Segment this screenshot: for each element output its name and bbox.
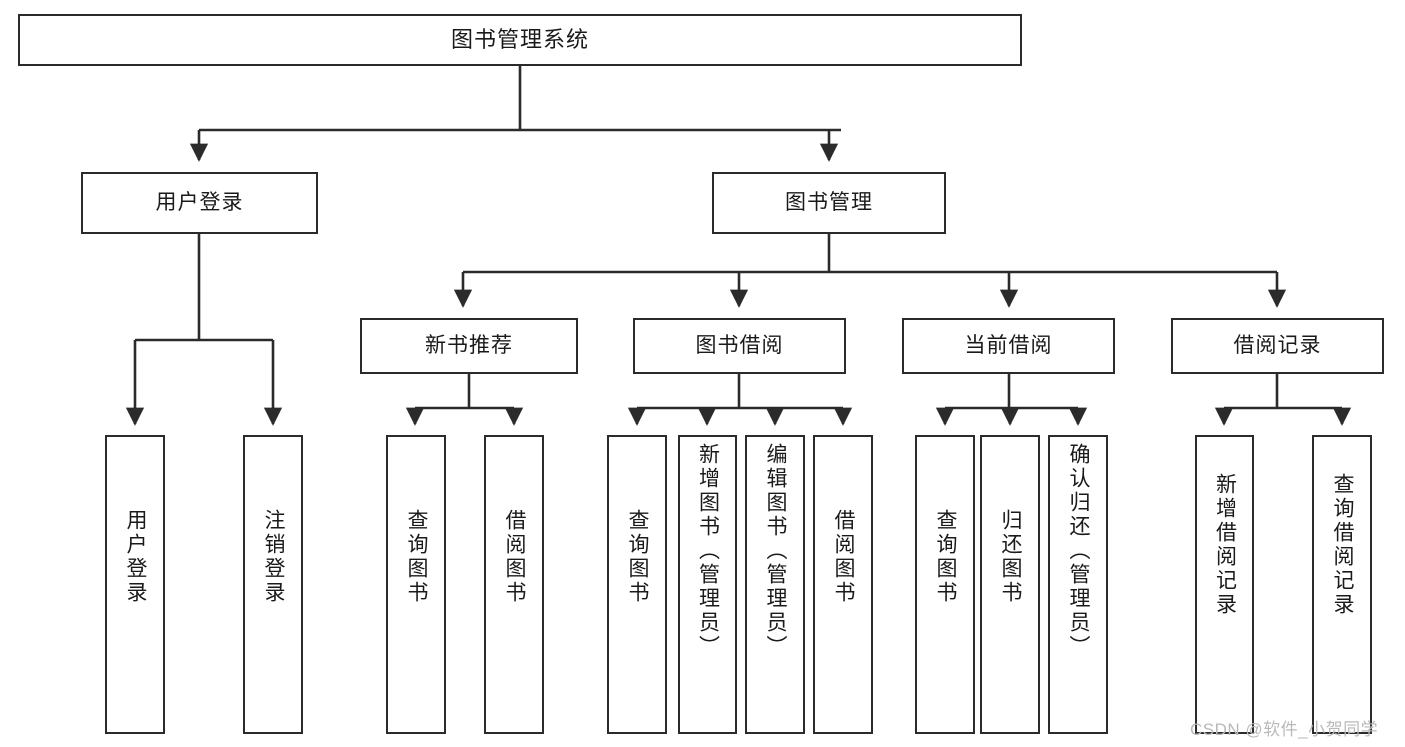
node-borrow-record-label: 借阅记录 [1233,334,1322,358]
node-new-book-rec[interactable]: 新书推荐 [360,318,578,374]
node-leaf-rec-search[interactable]: 查询借阅记录 [1312,435,1372,734]
node-leaf-rec-add[interactable]: 新增借阅记录 [1195,435,1254,734]
node-book-borrow-label: 图书借阅 [695,334,784,358]
node-leaf-rec-search-label: 查询借阅记录 [1331,473,1355,617]
node-leaf-cur-query-label: 查询图书 [934,509,958,605]
node-new-book-rec-label: 新书推荐 [425,334,513,358]
node-leaf-borrow-add-label: 新增图书（管理员） [696,443,720,659]
node-user-login-label: 用户登录 [155,191,244,215]
node-leaf-cur-return[interactable]: 归还图书 [980,435,1040,734]
node-book-manage-label: 图书管理 [785,191,873,215]
node-root[interactable]: 图书管理系统 [18,14,1022,66]
node-root-label: 图书管理系统 [450,26,589,52]
node-book-manage[interactable]: 图书管理 [712,172,946,234]
node-leaf-rec-query-label: 查询图书 [405,509,429,605]
node-book-borrow[interactable]: 图书借阅 [633,318,846,374]
node-leaf-user-login[interactable]: 用户登录 [105,435,165,734]
node-current-borrow[interactable]: 当前借阅 [902,318,1115,374]
node-leaf-cur-return-label: 归还图书 [999,509,1023,605]
csdn-watermark: CSDN @软件_小贺同学 [1190,720,1379,739]
node-leaf-cur-confirm-label: 确认归还（管理员） [1067,443,1091,659]
node-leaf-borrow-query-label: 查询图书 [626,509,650,605]
node-leaf-borrow-do[interactable]: 借阅图书 [813,435,873,734]
node-leaf-rec-add-label: 新增借阅记录 [1213,473,1237,617]
node-user-login[interactable]: 用户登录 [81,172,318,234]
node-leaf-borrow-edit-label: 编辑图书（管理员） [764,443,788,659]
node-leaf-rec-query[interactable]: 查询图书 [386,435,446,734]
node-current-borrow-label: 当前借阅 [964,334,1053,358]
node-borrow-record[interactable]: 借阅记录 [1171,318,1384,374]
node-leaf-rec-borrow-label: 借阅图书 [503,509,527,605]
node-leaf-user-logout-label: 注销登录 [262,509,286,605]
node-leaf-borrow-query[interactable]: 查询图书 [607,435,667,734]
node-leaf-borrow-do-label: 借阅图书 [832,509,856,605]
node-leaf-user-login-label: 用户登录 [124,509,148,605]
node-leaf-borrow-add[interactable]: 新增图书（管理员） [678,435,737,734]
node-leaf-rec-borrow[interactable]: 借阅图书 [484,435,544,734]
node-leaf-borrow-edit[interactable]: 编辑图书（管理员） [745,435,805,734]
node-leaf-cur-query[interactable]: 查询图书 [915,435,975,734]
node-leaf-cur-confirm[interactable]: 确认归还（管理员） [1048,435,1108,734]
node-leaf-user-logout[interactable]: 注销登录 [243,435,303,734]
